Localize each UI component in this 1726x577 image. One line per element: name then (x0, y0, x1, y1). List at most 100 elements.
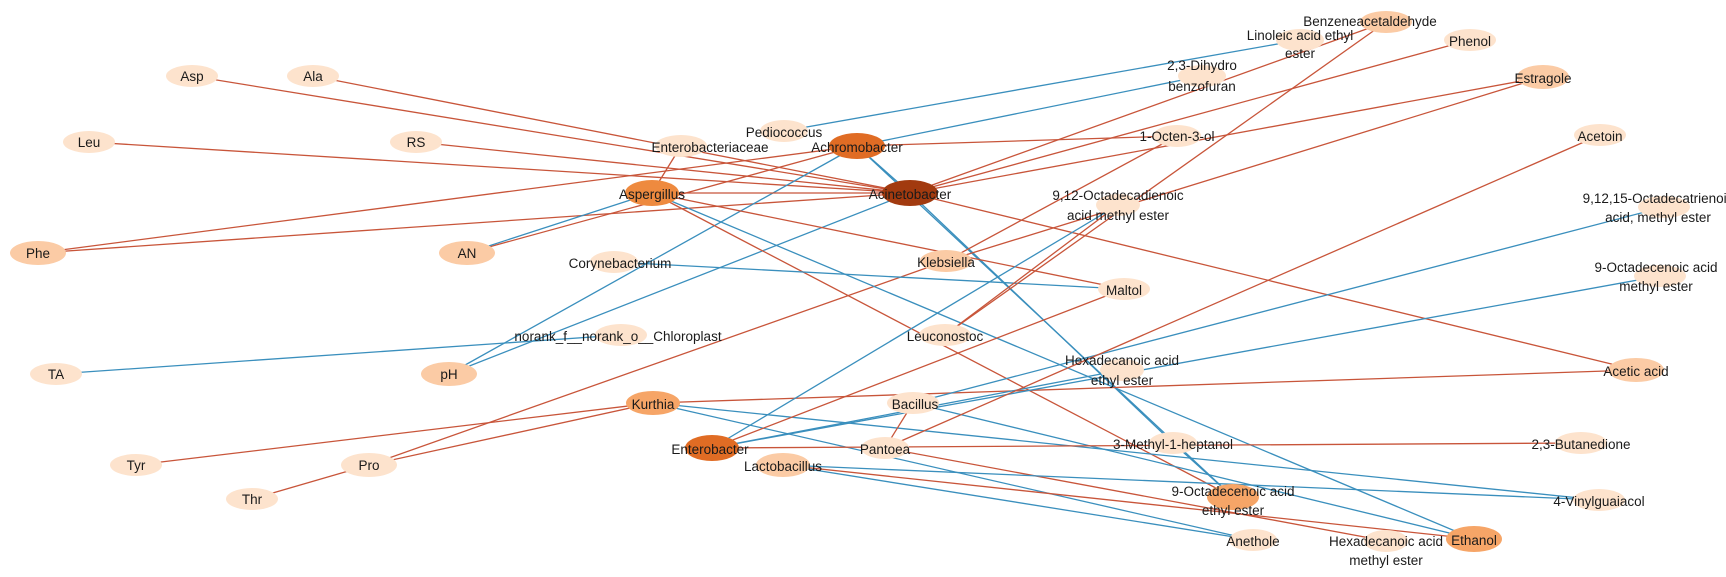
node-lactobacillus[interactable] (756, 453, 810, 477)
edge-lactobacillus-vinylguaiacol (782, 464, 1600, 501)
node-klebsiella[interactable] (920, 250, 972, 272)
edge-an-aspergillus (466, 192, 653, 254)
edge-enterobacter-butanedione (711, 442, 1582, 449)
edge-corynebacterium-maltol (613, 261, 1125, 290)
node-label-chloroplast: norank_f__norank_o__Chloroplast (514, 329, 721, 344)
node-ala[interactable] (287, 65, 339, 87)
node-octenol[interactable] (1153, 125, 1201, 147)
node-rs[interactable] (390, 131, 442, 153)
node-butanedione[interactable] (1555, 432, 1607, 454)
edge-klebsiella-estragole (945, 76, 1544, 262)
node-label-enterobacteriaceae: Enterobacteriaceae (651, 140, 768, 155)
edge-enterobacter-c18_2_methyl (711, 204, 1119, 449)
node-label-phenol: Phenol (1449, 34, 1491, 49)
node-label-thr: Thr (242, 492, 263, 507)
edge-aspergillus-maltol (651, 192, 1125, 290)
node-label-octenol: 1-Octen-3-ol (1139, 129, 1214, 144)
node-heptanol[interactable] (1149, 432, 1197, 454)
node-ethanol[interactable] (1446, 526, 1502, 552)
node-c18_1_ethyl[interactable] (1207, 484, 1259, 510)
node-ta[interactable] (30, 363, 82, 385)
node-c18_3_methyl[interactable] (1638, 196, 1690, 218)
node-layer (10, 11, 1690, 552)
node-ph[interactable] (421, 362, 477, 386)
node-kurthia[interactable] (626, 391, 680, 415)
node-label-an: AN (458, 246, 477, 261)
node-label-pediococcus: Pediococcus (746, 125, 823, 140)
node-phenol[interactable] (1444, 29, 1496, 51)
node-an[interactable] (439, 241, 495, 265)
edge-enterobacter-maltol (711, 288, 1125, 449)
edge-acetoin-pantoea (884, 134, 1601, 449)
node-label-pantoea: Pantoea (860, 442, 911, 457)
node-pantoea[interactable] (861, 437, 909, 459)
node-label-vinylguaiacol: 4-Vinylguaiacol (1553, 494, 1644, 509)
node-corynebacterium[interactable] (590, 251, 638, 273)
node-acetic[interactable] (1608, 358, 1664, 382)
node-c16_ethyl[interactable] (1100, 359, 1144, 381)
edge-tyr-kurthia (135, 402, 654, 466)
node-estragole[interactable] (1517, 65, 1569, 89)
node-label-estragole: Estragole (1514, 71, 1571, 86)
node-maltol[interactable] (1098, 278, 1150, 300)
node-pro[interactable] (341, 453, 397, 477)
node-leuconostoc[interactable] (919, 324, 971, 346)
edge-layer (37, 21, 1665, 542)
node-chloroplast[interactable] (595, 324, 647, 346)
node-phe[interactable] (10, 241, 66, 265)
node-label-ph: pH (440, 367, 457, 382)
node-acetoin[interactable] (1574, 124, 1626, 146)
node-label-anethole: Anethole (1226, 534, 1279, 549)
node-label-ala: Ala (303, 69, 323, 84)
node-linoleic[interactable] (1276, 29, 1324, 51)
node-benzeneacetaldehyde[interactable] (1360, 11, 1412, 33)
node-anethole[interactable] (1229, 529, 1277, 551)
node-acinetobacter[interactable] (882, 180, 938, 206)
edge-leuconostoc-benzeneacetaldehyde (944, 21, 1387, 336)
node-tyr[interactable] (110, 454, 162, 476)
node-c18_1_methyl[interactable] (1634, 265, 1686, 287)
edge-lactobacillus-anethole (782, 464, 1254, 541)
node-dihydrobenzofuran[interactable] (1178, 65, 1226, 87)
node-label-leuconostoc: Leuconostoc (907, 329, 984, 344)
node-bacillus[interactable] (887, 392, 939, 414)
node-pediococcus[interactable] (760, 120, 808, 142)
node-leu[interactable] (63, 131, 115, 153)
node-achromobacter[interactable] (829, 133, 885, 159)
node-label-maltol: Maltol (1106, 283, 1142, 298)
node-label-phe: Phe (26, 246, 50, 261)
node-enterobacter[interactable] (685, 435, 739, 461)
edge-phe-acinetobacter (37, 192, 911, 254)
edge-bacillus-c18_3_methyl (912, 206, 1665, 404)
edge-ph-acinetobacter (448, 192, 911, 375)
node-label-tyr: Tyr (127, 458, 146, 473)
node-label-kurthia: Kurthia (632, 397, 675, 412)
edge-asp-acinetobacter (191, 75, 911, 194)
node-label-ta: TA (48, 367, 64, 382)
node-label-acetoin: Acetoin (1577, 129, 1622, 144)
node-vinylguaiacol[interactable] (1573, 489, 1625, 511)
node-enterobacteriaceae[interactable] (655, 135, 707, 157)
node-c18_2_methyl[interactable] (1096, 194, 1140, 216)
node-label-benzeneacetaldehyde: Benzeneacetaldehyde (1303, 14, 1437, 29)
node-asp[interactable] (166, 65, 218, 87)
node-label-klebsiella: Klebsiella (917, 255, 975, 270)
edge-leuconostoc-c18_2_methyl (944, 204, 1119, 336)
node-c16_methyl[interactable] (1364, 530, 1408, 552)
node-label-enterobacter: Enterobacter (671, 442, 749, 457)
edge-leu-acinetobacter (88, 141, 911, 194)
edge-kurthia-vinylguaiacol (652, 402, 1600, 501)
node-aspergillus[interactable] (625, 180, 679, 206)
node-label-pro: Pro (358, 458, 379, 473)
node-thr[interactable] (226, 488, 278, 510)
edge-rs-acinetobacter (415, 141, 911, 194)
